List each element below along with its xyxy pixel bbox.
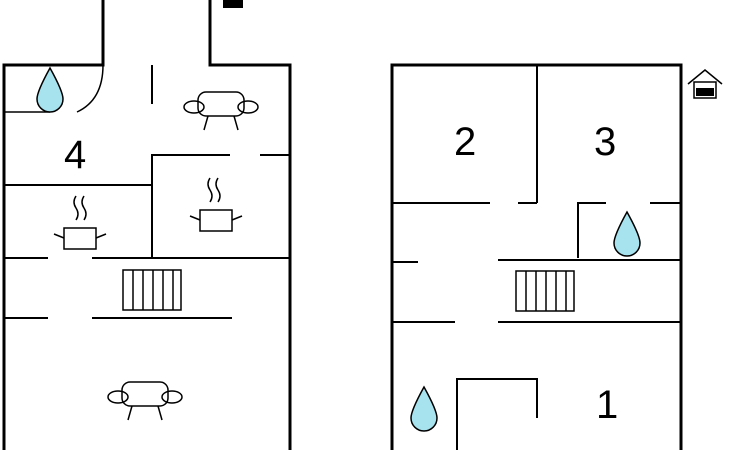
water-drop-icon	[613, 210, 641, 257]
cooking-pot-icon	[53, 195, 107, 250]
room-number-4: 4	[64, 133, 86, 177]
floor-right: 2 3 1	[390, 63, 723, 450]
cooking-pot-icon	[189, 177, 243, 232]
sofa-icon	[183, 91, 259, 131]
floor-left: 4	[2, 0, 292, 450]
right-bottom-closet	[456, 378, 538, 450]
room-number-2: 2	[454, 120, 476, 164]
water-drop-icon	[36, 66, 64, 113]
staircase-icon	[515, 270, 575, 312]
right-bath-wall	[577, 202, 606, 258]
staircase-icon	[122, 269, 182, 311]
entrance-door-arc	[76, 64, 104, 113]
room-number-3: 3	[594, 120, 616, 164]
sofa-icon	[107, 381, 183, 421]
left-top-marker	[223, 0, 243, 8]
house-icon	[687, 69, 723, 99]
left-kitchen-wall	[151, 154, 230, 258]
room-number-1: 1	[596, 383, 618, 427]
water-drop-icon	[410, 385, 438, 432]
